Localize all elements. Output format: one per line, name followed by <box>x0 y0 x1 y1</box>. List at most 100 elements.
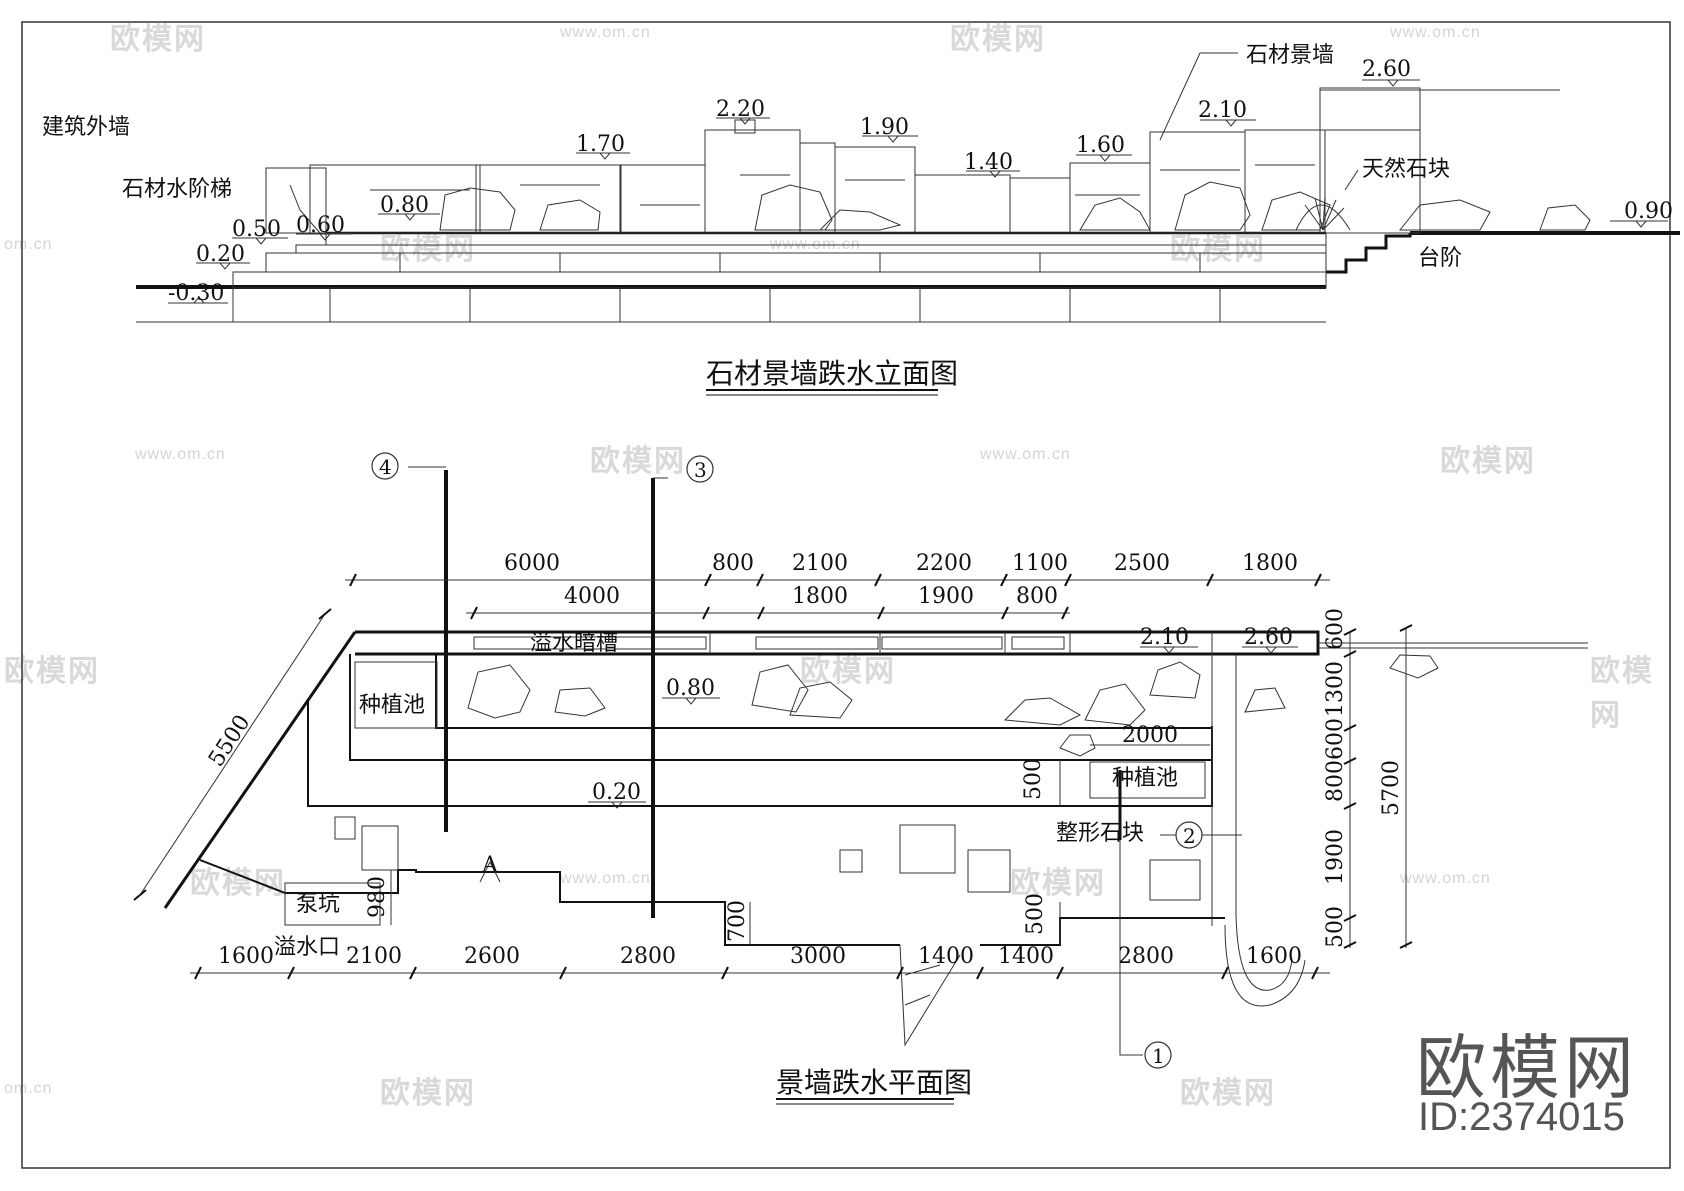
level-neg-0-30: -0.30 <box>168 281 224 306</box>
dim-right-1900: 1900 <box>1323 829 1348 885</box>
watermark: 欧模网 <box>1170 233 1266 266</box>
label-planter-right: 种植池 <box>1112 766 1178 791</box>
dim-right-1300: 1300 <box>1323 661 1348 717</box>
dim-top-2100: 2100 <box>792 551 848 576</box>
dim-bottom-1600a: 1600 <box>218 944 274 969</box>
watermark: www.om.cn <box>980 446 1071 463</box>
dim-inner-4000: 4000 <box>564 584 620 609</box>
plan-title: 景墙跌水平面图 <box>776 1066 972 1099</box>
label-section-a: A <box>481 853 499 878</box>
level-0-80: 0.80 <box>380 193 429 218</box>
watermark: 欧模网 <box>1180 1077 1276 1110</box>
label-overflow-trough: 溢水暗槽 <box>530 631 618 656</box>
section-marker-4: 4 <box>379 455 392 479</box>
dim-top-1100: 1100 <box>1012 551 1068 576</box>
dim-2000: 2000 <box>1122 723 1178 748</box>
section-marker-2: 2 <box>1183 824 1196 848</box>
label-pump-pit: 泵坑 <box>296 892 340 917</box>
level-1-40: 1.40 <box>964 150 1013 175</box>
watermark: 欧模网 <box>1010 867 1106 900</box>
dim-inner-1900: 1900 <box>918 584 974 609</box>
dim-inner-800: 800 <box>1016 584 1058 609</box>
dim-bottom-1400b: 1400 <box>998 944 1054 969</box>
label-natural-stone: 天然石块 <box>1362 157 1450 182</box>
watermark: 欧模网 <box>380 1077 476 1110</box>
label-planter-left: 种植池 <box>359 693 425 718</box>
watermark: 欧模网 <box>190 867 286 900</box>
level-0-50: 0.50 <box>232 217 281 242</box>
elevation-title: 石材景墙跌水立面图 <box>706 357 958 390</box>
level-2-20: 2.20 <box>716 97 765 122</box>
brand-logo-text: 欧模网 <box>1416 1027 1638 1109</box>
dim-bottom-2800b: 2800 <box>1118 944 1174 969</box>
label-steps: 台阶 <box>1418 246 1462 271</box>
dim-right-600b: 600 <box>1323 718 1348 760</box>
dim-diagonal-5500: 5500 <box>204 711 255 772</box>
watermark: 欧模网 <box>110 23 206 56</box>
brand-id: ID:2374015 <box>1418 1095 1625 1139</box>
watermark: om.cn <box>4 1080 53 1097</box>
dim-top-6000: 6000 <box>504 551 560 576</box>
dim-bottom-2800a: 2800 <box>620 944 676 969</box>
section-markers <box>371 452 1203 1069</box>
level-1-60: 1.60 <box>1076 133 1125 158</box>
watermark: 欧模网 <box>950 23 1046 56</box>
plan-level-markers <box>588 646 1298 809</box>
plan-level-0-80: 0.80 <box>666 676 715 701</box>
dim-inner-1800: 1800 <box>792 584 848 609</box>
level-1-70: 1.70 <box>576 132 625 157</box>
dim-right-600a: 600 <box>1323 608 1348 650</box>
elevation-drawing <box>136 52 1680 323</box>
plan-drawing <box>163 466 1588 1056</box>
dim-right-800: 800 <box>1323 760 1348 802</box>
dim-top-1800: 1800 <box>1242 551 1298 576</box>
plan-level-2-60: 2.60 <box>1244 625 1293 650</box>
dim-top-800: 800 <box>712 551 754 576</box>
watermark: www.om.cn <box>560 24 651 41</box>
label-building-wall: 建筑外墙 <box>42 115 130 140</box>
dim-top-2200: 2200 <box>916 551 972 576</box>
dim-right-5700: 5700 <box>1379 760 1404 816</box>
watermark: www.om.cn <box>1400 870 1491 887</box>
dim-bottom-1600b: 1600 <box>1246 944 1302 969</box>
dim-bottom-2600: 2600 <box>464 944 520 969</box>
dim-bottom-1400a: 1400 <box>918 944 974 969</box>
section-marker-3: 3 <box>694 458 707 482</box>
dim-right-500: 500 <box>1323 906 1348 948</box>
watermark: www.om.cn <box>135 446 226 463</box>
dim-500b: 500 <box>1023 893 1048 935</box>
watermark: 欧模网 <box>1440 445 1536 478</box>
level-0-60: 0.60 <box>296 213 345 238</box>
elevation-level-markers <box>168 79 1668 304</box>
level-0-20: 0.20 <box>196 242 245 267</box>
level-2-60: 2.60 <box>1362 57 1411 82</box>
dim-bottom-3000: 3000 <box>790 944 846 969</box>
section-marker-1: 1 <box>1152 1044 1165 1068</box>
watermark: 欧模网 <box>800 655 896 688</box>
dim-500a: 500 <box>1021 758 1046 800</box>
watermark: 欧模网 <box>380 233 476 266</box>
watermark: www.om.cn <box>1390 24 1481 41</box>
label-stone-wall: 石材景墙 <box>1246 43 1334 68</box>
sheet-border <box>21 21 1671 1169</box>
watermark: om.cn <box>4 236 53 253</box>
dim-700: 700 <box>725 900 750 942</box>
dim-980: 980 <box>365 876 390 918</box>
label-stone-steps: 石材水阶梯 <box>122 177 232 202</box>
level-1-90: 1.90 <box>860 115 909 140</box>
label-shaped-stone: 整形石块 <box>1056 821 1144 846</box>
level-2-10: 2.10 <box>1198 98 1247 123</box>
watermark: 欧模网 <box>1590 655 1654 732</box>
plan-level-0-20: 0.20 <box>592 780 641 805</box>
plan-level-2-10: 2.10 <box>1140 625 1189 650</box>
dim-top-2500: 2500 <box>1114 551 1170 576</box>
watermark: 欧模网 <box>590 445 686 478</box>
dim-bottom-2100: 2100 <box>346 944 402 969</box>
watermark: www.om.cn <box>560 870 651 887</box>
dimension-lines <box>133 573 1413 980</box>
label-overflow-outlet: 溢水口 <box>274 935 340 960</box>
level-0-90: 0.90 <box>1624 199 1673 224</box>
watermark: 欧模网 <box>4 655 100 688</box>
